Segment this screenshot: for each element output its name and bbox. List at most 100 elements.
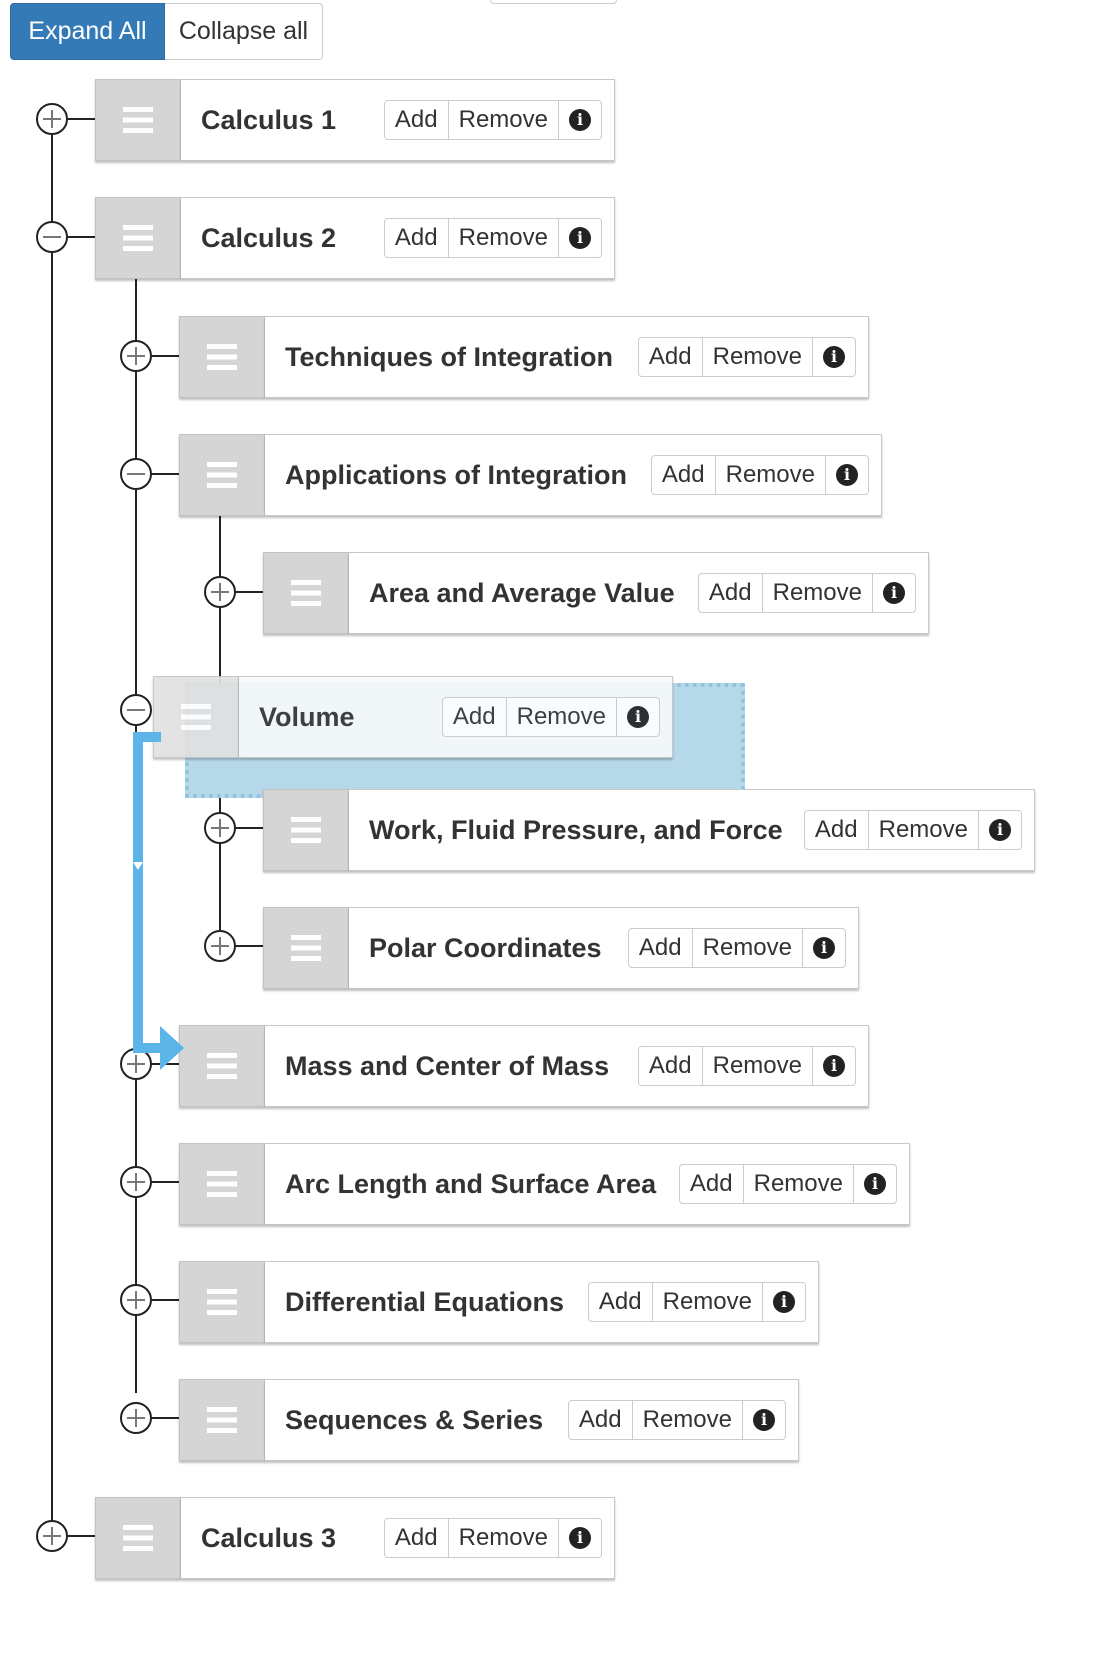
node-button-group: Add Remove i bbox=[637, 337, 856, 377]
node-content: Calculus 2 Add Remove i bbox=[181, 197, 615, 279]
add-button[interactable]: Add bbox=[569, 1401, 633, 1439]
remove-button[interactable]: Remove bbox=[744, 1165, 854, 1203]
info-button[interactable]: i bbox=[617, 698, 659, 736]
info-button[interactable]: i bbox=[813, 338, 855, 376]
info-button[interactable]: i bbox=[559, 1519, 601, 1557]
drop-indicator-stem bbox=[133, 1043, 163, 1053]
info-button[interactable]: i bbox=[763, 1283, 805, 1321]
info-circle-icon: i bbox=[989, 819, 1011, 841]
tree-node-techniques-of-integration: Techniques of Integration Add Remove i bbox=[179, 316, 869, 398]
add-button[interactable]: Add bbox=[699, 574, 763, 612]
add-button[interactable]: Add bbox=[385, 1519, 449, 1557]
tree-node-volume-dragging[interactable]: Volume Add Remove i bbox=[153, 676, 673, 758]
remove-button[interactable]: Remove bbox=[869, 811, 979, 849]
node-button-group: Add Remove i bbox=[650, 455, 869, 495]
expand-toggle-icon[interactable] bbox=[120, 340, 152, 372]
node-content: Calculus 1 Add Remove i bbox=[181, 79, 615, 161]
info-button[interactable]: i bbox=[559, 101, 601, 139]
drag-handle-icon[interactable] bbox=[95, 1497, 181, 1579]
add-button[interactable]: Add bbox=[680, 1165, 744, 1203]
collapse-all-button[interactable]: Collapse all bbox=[165, 3, 323, 60]
collapse-toggle-icon[interactable] bbox=[120, 458, 152, 490]
drag-handle-icon[interactable] bbox=[263, 789, 349, 871]
remove-button[interactable]: Remove bbox=[449, 1519, 559, 1557]
add-button[interactable]: Add bbox=[639, 1047, 703, 1085]
info-circle-icon: i bbox=[627, 706, 649, 728]
node-title: Calculus 3 bbox=[201, 1522, 337, 1553]
remove-button[interactable]: Remove bbox=[703, 338, 813, 376]
expand-toggle-icon[interactable] bbox=[120, 1166, 152, 1198]
info-circle-icon: i bbox=[864, 1173, 886, 1195]
drag-handle-icon[interactable] bbox=[153, 676, 239, 758]
expand-toggle-icon[interactable] bbox=[36, 103, 68, 135]
expand-all-button[interactable]: Expand All bbox=[10, 3, 165, 60]
drag-handle-icon[interactable] bbox=[263, 552, 349, 634]
expand-toggle-icon[interactable] bbox=[120, 1284, 152, 1316]
tree-node-work-fluid-pressure-force: Work, Fluid Pressure, and Force Add Remo… bbox=[263, 789, 1035, 871]
add-button[interactable]: Add bbox=[639, 338, 703, 376]
expand-toggle-icon[interactable] bbox=[120, 1402, 152, 1434]
remove-button[interactable]: Remove bbox=[703, 1047, 813, 1085]
remove-button[interactable]: Remove bbox=[763, 574, 873, 612]
remove-button[interactable]: Remove bbox=[449, 101, 559, 139]
info-button[interactable]: i bbox=[559, 219, 601, 257]
drag-handle-icon[interactable] bbox=[179, 1261, 265, 1343]
node-title: Volume bbox=[259, 701, 355, 732]
info-button[interactable]: i bbox=[826, 456, 868, 494]
drag-handle-icon[interactable] bbox=[179, 1025, 265, 1107]
drag-handle-icon[interactable] bbox=[263, 907, 349, 989]
info-circle-icon: i bbox=[773, 1291, 795, 1313]
info-button[interactable]: i bbox=[873, 574, 915, 612]
collapse-toggle-icon[interactable] bbox=[36, 221, 68, 253]
tree-node-polar-coordinates: Polar Coordinates Add Remove i bbox=[263, 907, 859, 989]
add-button[interactable]: Add bbox=[805, 811, 869, 849]
info-button[interactable]: i bbox=[813, 1047, 855, 1085]
info-button[interactable]: i bbox=[979, 811, 1021, 849]
node-button-group: Add Remove i bbox=[803, 810, 1022, 850]
add-button[interactable]: Add bbox=[443, 698, 507, 736]
drag-handle-icon[interactable] bbox=[95, 197, 181, 279]
remove-button[interactable]: Remove bbox=[507, 698, 617, 736]
drag-handle-icon[interactable] bbox=[179, 316, 265, 398]
node-content: Mass and Center of Mass Add Remove i bbox=[265, 1025, 869, 1107]
info-circle-icon: i bbox=[569, 227, 591, 249]
add-button[interactable]: Add bbox=[589, 1283, 653, 1321]
remove-button[interactable]: Remove bbox=[653, 1283, 763, 1321]
add-button[interactable]: Add bbox=[385, 219, 449, 257]
tree-node-sequences-and-series: Sequences & Series Add Remove i bbox=[179, 1379, 799, 1461]
expand-toggle-icon[interactable] bbox=[204, 576, 236, 608]
remove-button[interactable]: Remove bbox=[716, 456, 826, 494]
node-content: Arc Length and Surface Area Add Remove i bbox=[265, 1143, 910, 1225]
drag-handle-icon[interactable] bbox=[179, 434, 265, 516]
tree-node-mass-and-center-of-mass: Mass and Center of Mass Add Remove i bbox=[179, 1025, 869, 1107]
drag-handle-icon[interactable] bbox=[179, 1379, 265, 1461]
expand-toggle-icon[interactable] bbox=[204, 930, 236, 962]
info-button[interactable]: i bbox=[743, 1401, 785, 1439]
node-button-group: Add Remove i bbox=[587, 1282, 806, 1322]
remove-button[interactable]: Remove bbox=[633, 1401, 743, 1439]
node-content: Area and Average Value Add Remove i bbox=[349, 552, 929, 634]
info-button[interactable]: i bbox=[854, 1165, 896, 1203]
drag-handle-icon[interactable] bbox=[179, 1143, 265, 1225]
node-title: Calculus 1 bbox=[201, 104, 337, 135]
tree-node-applications-of-integration: Applications of Integration Add Remove i bbox=[179, 434, 882, 516]
add-button[interactable]: Add bbox=[629, 929, 693, 967]
drop-indicator-line bbox=[133, 732, 143, 1052]
remove-button[interactable]: Remove bbox=[693, 929, 803, 967]
tree-connector bbox=[219, 945, 263, 947]
expand-toggle-icon[interactable] bbox=[120, 1048, 152, 1080]
info-circle-icon: i bbox=[883, 582, 905, 604]
expand-toggle-icon[interactable] bbox=[36, 1520, 68, 1552]
info-button[interactable]: i bbox=[803, 929, 845, 967]
collapse-toggle-icon[interactable] bbox=[120, 694, 152, 726]
tree-connector bbox=[51, 118, 95, 120]
remove-button[interactable]: Remove bbox=[449, 219, 559, 257]
tree-connector bbox=[135, 1417, 179, 1419]
drag-handle-icon[interactable] bbox=[95, 79, 181, 161]
node-button-group: Add Remove i bbox=[441, 697, 660, 737]
tree-node-differential-equations: Differential Equations Add Remove i bbox=[179, 1261, 819, 1343]
expand-toggle-icon[interactable] bbox=[204, 812, 236, 844]
add-button[interactable]: Add bbox=[385, 101, 449, 139]
tree-node-calculus-3: Calculus 3 Add Remove i bbox=[95, 1497, 615, 1579]
add-button[interactable]: Add bbox=[652, 456, 716, 494]
